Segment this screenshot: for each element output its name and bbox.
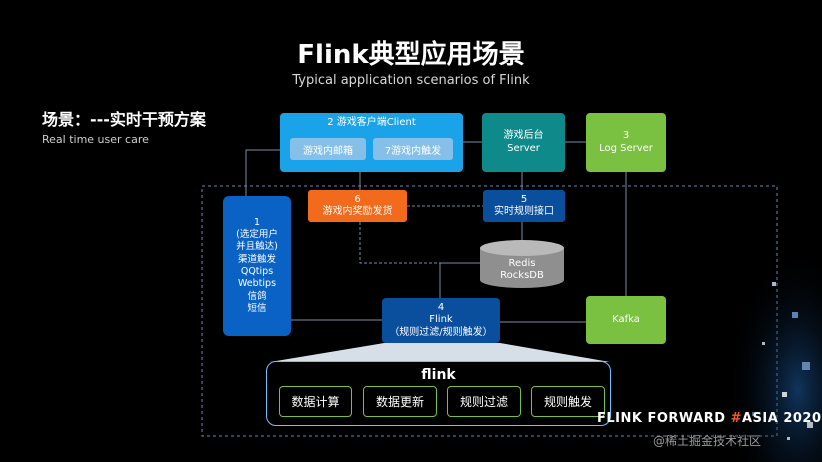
- flink-panel-label: flink: [421, 367, 456, 383]
- brand-hash: #: [730, 411, 742, 426]
- select-user-line: 信鸽: [247, 290, 267, 302]
- backend-line2: Server: [507, 142, 540, 154]
- select-user-line: 1: [253, 216, 261, 228]
- kafka-node: Kafka: [586, 296, 666, 344]
- watermark: @稀土掘金技术社区: [653, 434, 762, 448]
- task-data-compute: 数据计算: [279, 386, 352, 417]
- rule-api-line1: 5: [520, 193, 528, 205]
- client-trigger: 7游戏内触发: [373, 138, 453, 160]
- redis-line1: Redis: [508, 257, 536, 269]
- redis-line2: RocksDB: [500, 270, 544, 281]
- task-rule-filter: 规则过滤: [447, 386, 521, 417]
- select-user-line: 短信: [247, 303, 267, 315]
- backend-line1: 游戏后台: [503, 130, 544, 141]
- select-user-line: Webtips: [237, 278, 277, 290]
- rule-api-node: 5 实时规则接口: [483, 190, 565, 222]
- event-brand: FLINK FORWARD #ASIA 2020: [597, 411, 822, 426]
- select-user-line: 并且触达): [236, 241, 278, 253]
- page-subtitle: Typical application scenarios of Flink: [292, 73, 530, 88]
- page-title: Flink典型应用场景: [297, 40, 525, 70]
- redis-node: Redis RocksDB: [480, 256, 564, 284]
- log-server-line1: 3: [622, 130, 630, 141]
- select-user-line: (选定用户: [236, 228, 278, 240]
- brand-part-a: FLINK FORWARD: [597, 411, 731, 426]
- reward-delivery-node: 6 游戏内奖励发货: [308, 190, 407, 222]
- flink-line3: （规则过滤/规则触发）: [389, 326, 493, 338]
- reward-line2: 游戏内奖励发货: [322, 206, 393, 217]
- client-label: 2 游戏客户端Client: [327, 117, 416, 128]
- kafka-label: Kafka: [612, 313, 640, 325]
- task-data-update: 数据更新: [363, 386, 437, 417]
- line-redis-flink: [439, 262, 480, 298]
- reward-line1: 6: [354, 193, 361, 205]
- outer-dashed-frame: [201, 185, 778, 437]
- scene-title: 场景：---实时干预方案: [42, 110, 206, 129]
- scene-subtitle: Real time user care: [42, 133, 149, 146]
- flink-line2: Flink: [429, 314, 453, 326]
- line-reward-flink: [359, 222, 480, 264]
- flink-panel: flink 数据计算 数据更新 规则过滤 规则触发: [266, 361, 611, 426]
- log-server-node: 3 Log Server: [586, 113, 666, 172]
- brand-part-b: ASIA 2020: [741, 411, 822, 426]
- rule-api-line2: 实时规则接口: [494, 206, 554, 217]
- task-rule-trigger: 规则触发: [531, 386, 605, 417]
- select-user-line: QQtips: [240, 266, 274, 277]
- decorative-particles: [702, 222, 822, 462]
- flink-line1: 4: [437, 301, 445, 313]
- select-user-line: 渠道触发: [237, 253, 276, 265]
- backend-server-node: 游戏后台 Server: [482, 113, 565, 172]
- flink-node: 4 Flink （规则过滤/规则触发）: [382, 298, 500, 343]
- select-user-node: 1 (选定用户 并且触达) 渠道触发 QQtips Webtips 信鸽 短信: [223, 196, 291, 336]
- line-client-select: [245, 149, 280, 196]
- client-mailbox: 游戏内邮箱: [290, 138, 366, 160]
- flink-fanout-shape: [270, 343, 610, 362]
- log-server-line2: Log Server: [599, 142, 653, 154]
- redis-cylinder: [480, 240, 564, 288]
